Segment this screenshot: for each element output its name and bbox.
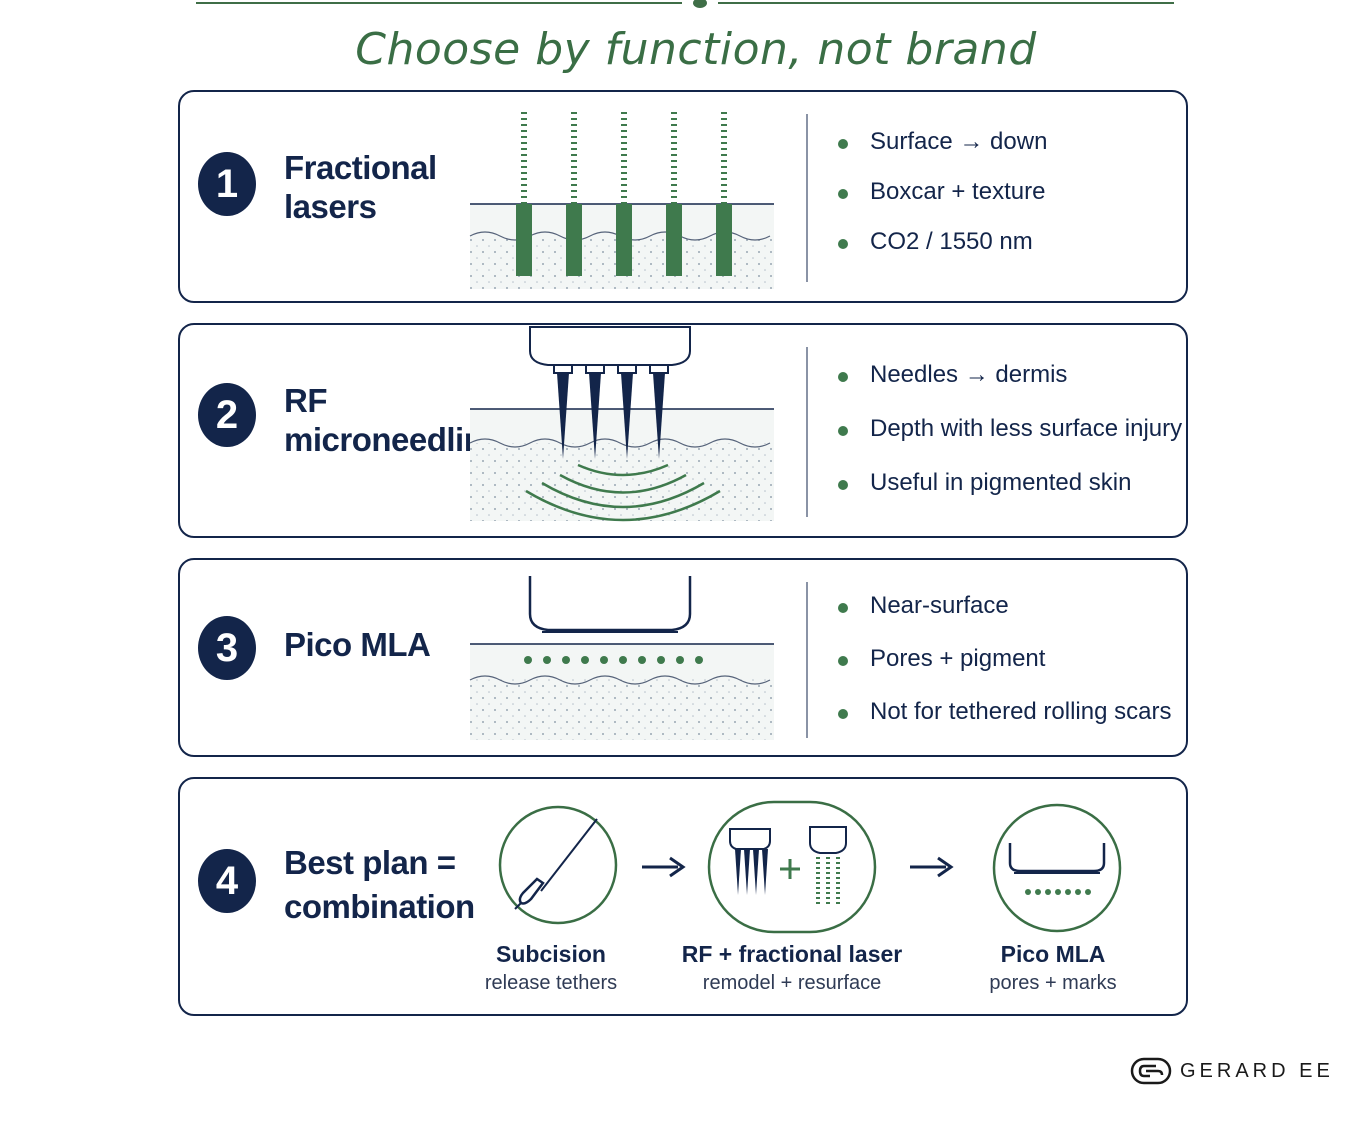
card-number: 2 bbox=[198, 383, 256, 447]
arrow-right-icon bbox=[910, 856, 954, 878]
card-number: 1 bbox=[198, 152, 256, 216]
step-rf-fractional: RF + fractional laser remodel + resurfac… bbox=[662, 941, 922, 995]
pico-handpiece-icon bbox=[992, 803, 1122, 933]
card-number: 3 bbox=[198, 616, 256, 680]
subcision-needle-icon bbox=[498, 805, 618, 925]
bullet-list: Needles → dermis Depth with less surface… bbox=[836, 361, 1182, 523]
card-best-plan: 4 Best plan = combination bbox=[178, 777, 1188, 1016]
card-title: RF microneedling bbox=[284, 382, 504, 458]
card-rf-microneedling: 2 RF microneedling Needles → dermis Dept… bbox=[178, 323, 1188, 538]
bullet-list: Near-surface Pores + pigment Not for tet… bbox=[836, 592, 1171, 751]
card-title: Best plan = combination bbox=[284, 844, 475, 925]
card-pico-mla: 3 Pico MLA Near-surface Pores + pigment … bbox=[178, 558, 1188, 757]
brand: GERARD EE bbox=[1130, 1056, 1334, 1086]
step-name: Pico MLA bbox=[1000, 941, 1106, 967]
top-rule-left bbox=[196, 2, 682, 4]
bullet-item: Depth with less surface injury bbox=[836, 415, 1182, 469]
card-title: Fractional lasers bbox=[284, 149, 437, 225]
bullet-item: CO2 / 1550 nm bbox=[836, 228, 1047, 278]
pico-handpiece-icon bbox=[469, 576, 774, 740]
top-rule-right bbox=[718, 2, 1174, 4]
bullet-item: Surface → down bbox=[836, 128, 1047, 178]
step-desc: release tethers bbox=[484, 972, 618, 994]
bullet-list: Surface → down Boxcar + texture CO2 / 15… bbox=[836, 128, 1047, 278]
bullet-item: Near-surface bbox=[836, 592, 1171, 645]
card-fractional-lasers: 1 Fractional lasers Surface → down Boxca… bbox=[178, 90, 1188, 303]
combo-device-icon bbox=[707, 800, 877, 934]
rf-handpiece-icon bbox=[469, 326, 774, 522]
top-rule-dot bbox=[693, 0, 707, 8]
laser-column-icon bbox=[469, 112, 774, 289]
card-number: 4 bbox=[198, 849, 256, 913]
rf-handpiece-icon bbox=[729, 828, 771, 895]
step-name: RF + fractional laser bbox=[681, 941, 903, 967]
card-divider bbox=[806, 347, 808, 517]
step-name: Subcision bbox=[496, 941, 606, 967]
step-desc: remodel + resurface bbox=[702, 972, 882, 994]
arrow-right-icon bbox=[642, 856, 686, 878]
bullet-item: Useful in pigmented skin bbox=[836, 469, 1182, 523]
step-subcision: Subcision release tethers bbox=[421, 941, 681, 995]
laser-column-icon bbox=[809, 826, 847, 907]
bullet-item: Pores + pigment bbox=[836, 645, 1171, 698]
card-divider bbox=[806, 582, 808, 738]
bullet-item: Needles → dermis bbox=[836, 361, 1182, 415]
plus-icon bbox=[780, 859, 800, 879]
brand-name: GERARD EE bbox=[1180, 1059, 1334, 1082]
brand-logo-icon bbox=[1130, 1057, 1172, 1085]
step-pico-mla: Pico MLA pores + marks bbox=[923, 941, 1183, 995]
card-title: Pico MLA bbox=[284, 626, 431, 663]
card-divider bbox=[806, 114, 808, 282]
page-title: Choose by function, not brand bbox=[355, 24, 1037, 75]
bullet-item: Not for tethered rolling scars bbox=[836, 698, 1171, 751]
step-desc: pores + marks bbox=[989, 972, 1117, 994]
bullet-item: Boxcar + texture bbox=[836, 178, 1047, 228]
